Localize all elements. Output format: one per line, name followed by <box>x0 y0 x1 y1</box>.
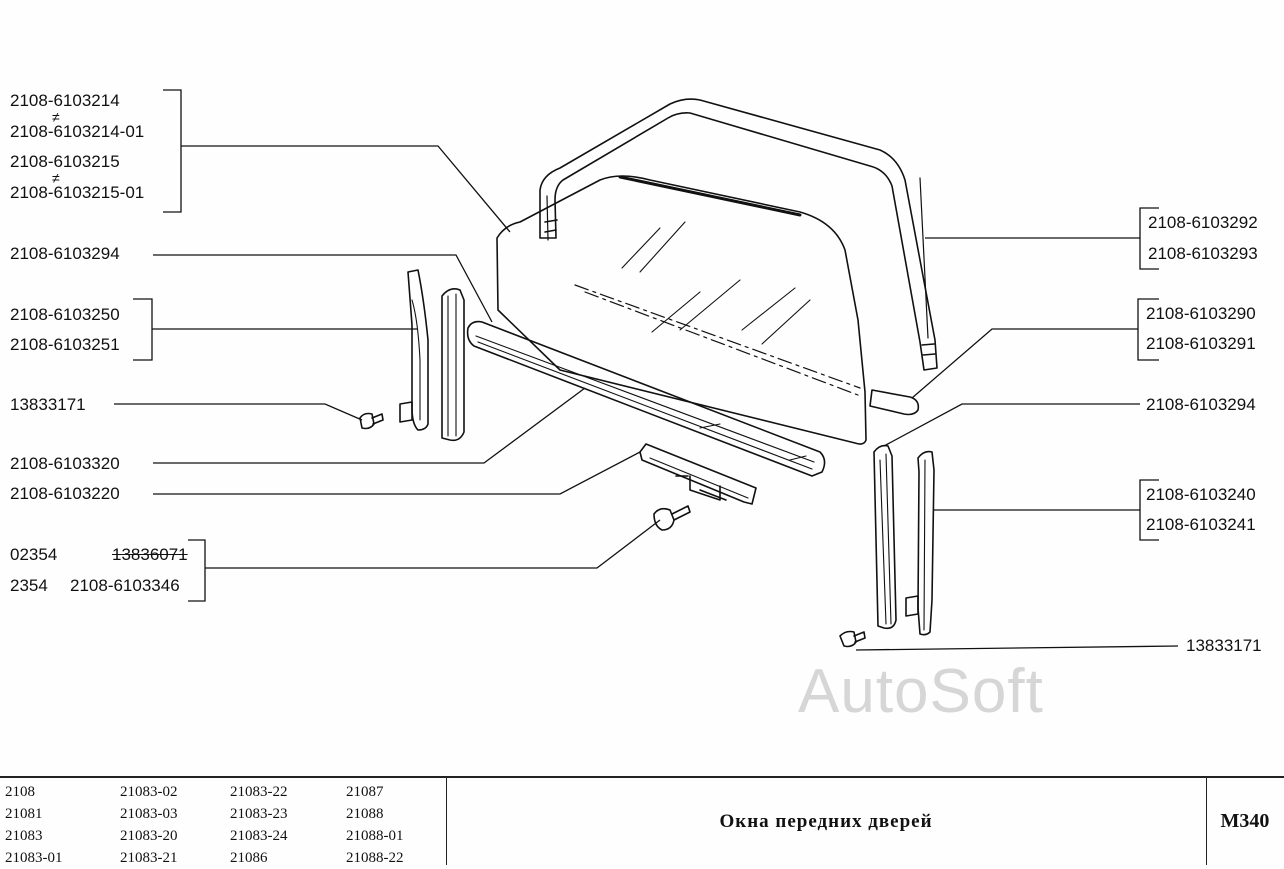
model-column-1: 2108 21081 21083 21083-01 <box>5 781 63 869</box>
label-screw-left: 13833171 <box>10 395 86 414</box>
diff-mark-2: ≠ <box>52 170 60 186</box>
label-seal-top: 2108-6103294 <box>10 244 120 263</box>
rear-seal-strip <box>873 444 897 630</box>
model-item: 21083-24 <box>230 828 288 844</box>
model-column-3: 21083-22 21083-23 21083-24 21086 <box>230 781 288 869</box>
label-trim-b: 2108-6103214-01 <box>10 122 145 141</box>
model-item: 21081 <box>5 806 43 822</box>
label-guide-a: 2108-6103250 <box>10 305 120 324</box>
label-trim-a: 2108-6103214 <box>10 91 120 110</box>
title-block: 2108 21081 21083 21083-01 21083-02 21083… <box>0 776 1284 866</box>
model-item: 21088-01 <box>346 828 404 844</box>
model-column-2: 21083-02 21083-03 21083-20 21083-21 <box>120 781 178 869</box>
section-code: M340 <box>1220 810 1270 832</box>
glass-holder <box>466 320 826 477</box>
model-list: 2108 21081 21083 21083-01 21083-02 21083… <box>0 778 447 866</box>
model-item: 21083-03 <box>120 806 178 822</box>
label-bracket: 2108-6103220 <box>10 484 120 503</box>
model-item: 21086 <box>230 850 268 866</box>
screw-left <box>359 412 384 430</box>
label-rear-guide-a: 2108-6103240 <box>1146 485 1256 504</box>
label-channel-a: 2108-6103292 <box>1148 213 1258 232</box>
model-item: 21083-22 <box>230 784 288 800</box>
leader-lines <box>114 89 1179 651</box>
model-column-4: 21087 21088 21088-01 21088-22 <box>346 781 404 869</box>
model-item: 21083-02 <box>120 784 178 800</box>
label-bolt-code-a: 02354 <box>10 545 58 564</box>
lifter-bracket <box>639 443 757 505</box>
label-bolt-new: 2108-6103346 <box>70 576 180 595</box>
parts-diagram <box>114 89 1179 651</box>
label-channel-b: 2108-6103293 <box>1148 244 1258 263</box>
label-stop-b: 2108-6103291 <box>1146 334 1256 353</box>
label-bolt-old: 13836071 <box>112 545 188 564</box>
mounting-bolt <box>653 505 691 531</box>
page-title: Окна передних дверей <box>446 778 1207 865</box>
watermark: AutoSoft <box>798 657 1044 726</box>
model-item: 2108 <box>5 784 35 800</box>
label-screw-right: 13833171 <box>1186 636 1262 655</box>
front-run-channel <box>441 288 465 442</box>
diff-mark-1: ≠ <box>52 109 60 125</box>
label-holder: 2108-6103320 <box>10 454 120 473</box>
model-item: 21087 <box>346 784 384 800</box>
label-rear-guide-b: 2108-6103241 <box>1146 515 1256 534</box>
model-item: 21088-22 <box>346 850 404 866</box>
model-item: 21083-01 <box>5 850 63 866</box>
label-seal-rear: 2108-6103294 <box>1146 395 1256 414</box>
model-item: 21088 <box>346 806 384 822</box>
screw-right <box>839 630 866 648</box>
label-trim-d: 2108-6103215-01 <box>10 183 145 202</box>
front-guide-rail <box>399 269 429 431</box>
model-item: 21083-23 <box>230 806 288 822</box>
window-frame-channel <box>539 98 938 371</box>
model-item: 21083 <box>5 828 43 844</box>
door-glass <box>496 175 867 445</box>
rear-guide-rail <box>905 450 935 636</box>
label-trim-c: 2108-6103215 <box>10 152 120 171</box>
label-bolt-code-b: 2354 <box>10 576 48 595</box>
model-item: 21083-21 <box>120 850 178 866</box>
stop-seal <box>869 389 920 416</box>
model-item: 21083-20 <box>120 828 178 844</box>
label-stop-a: 2108-6103290 <box>1146 304 1256 323</box>
label-guide-b: 2108-6103251 <box>10 335 120 354</box>
